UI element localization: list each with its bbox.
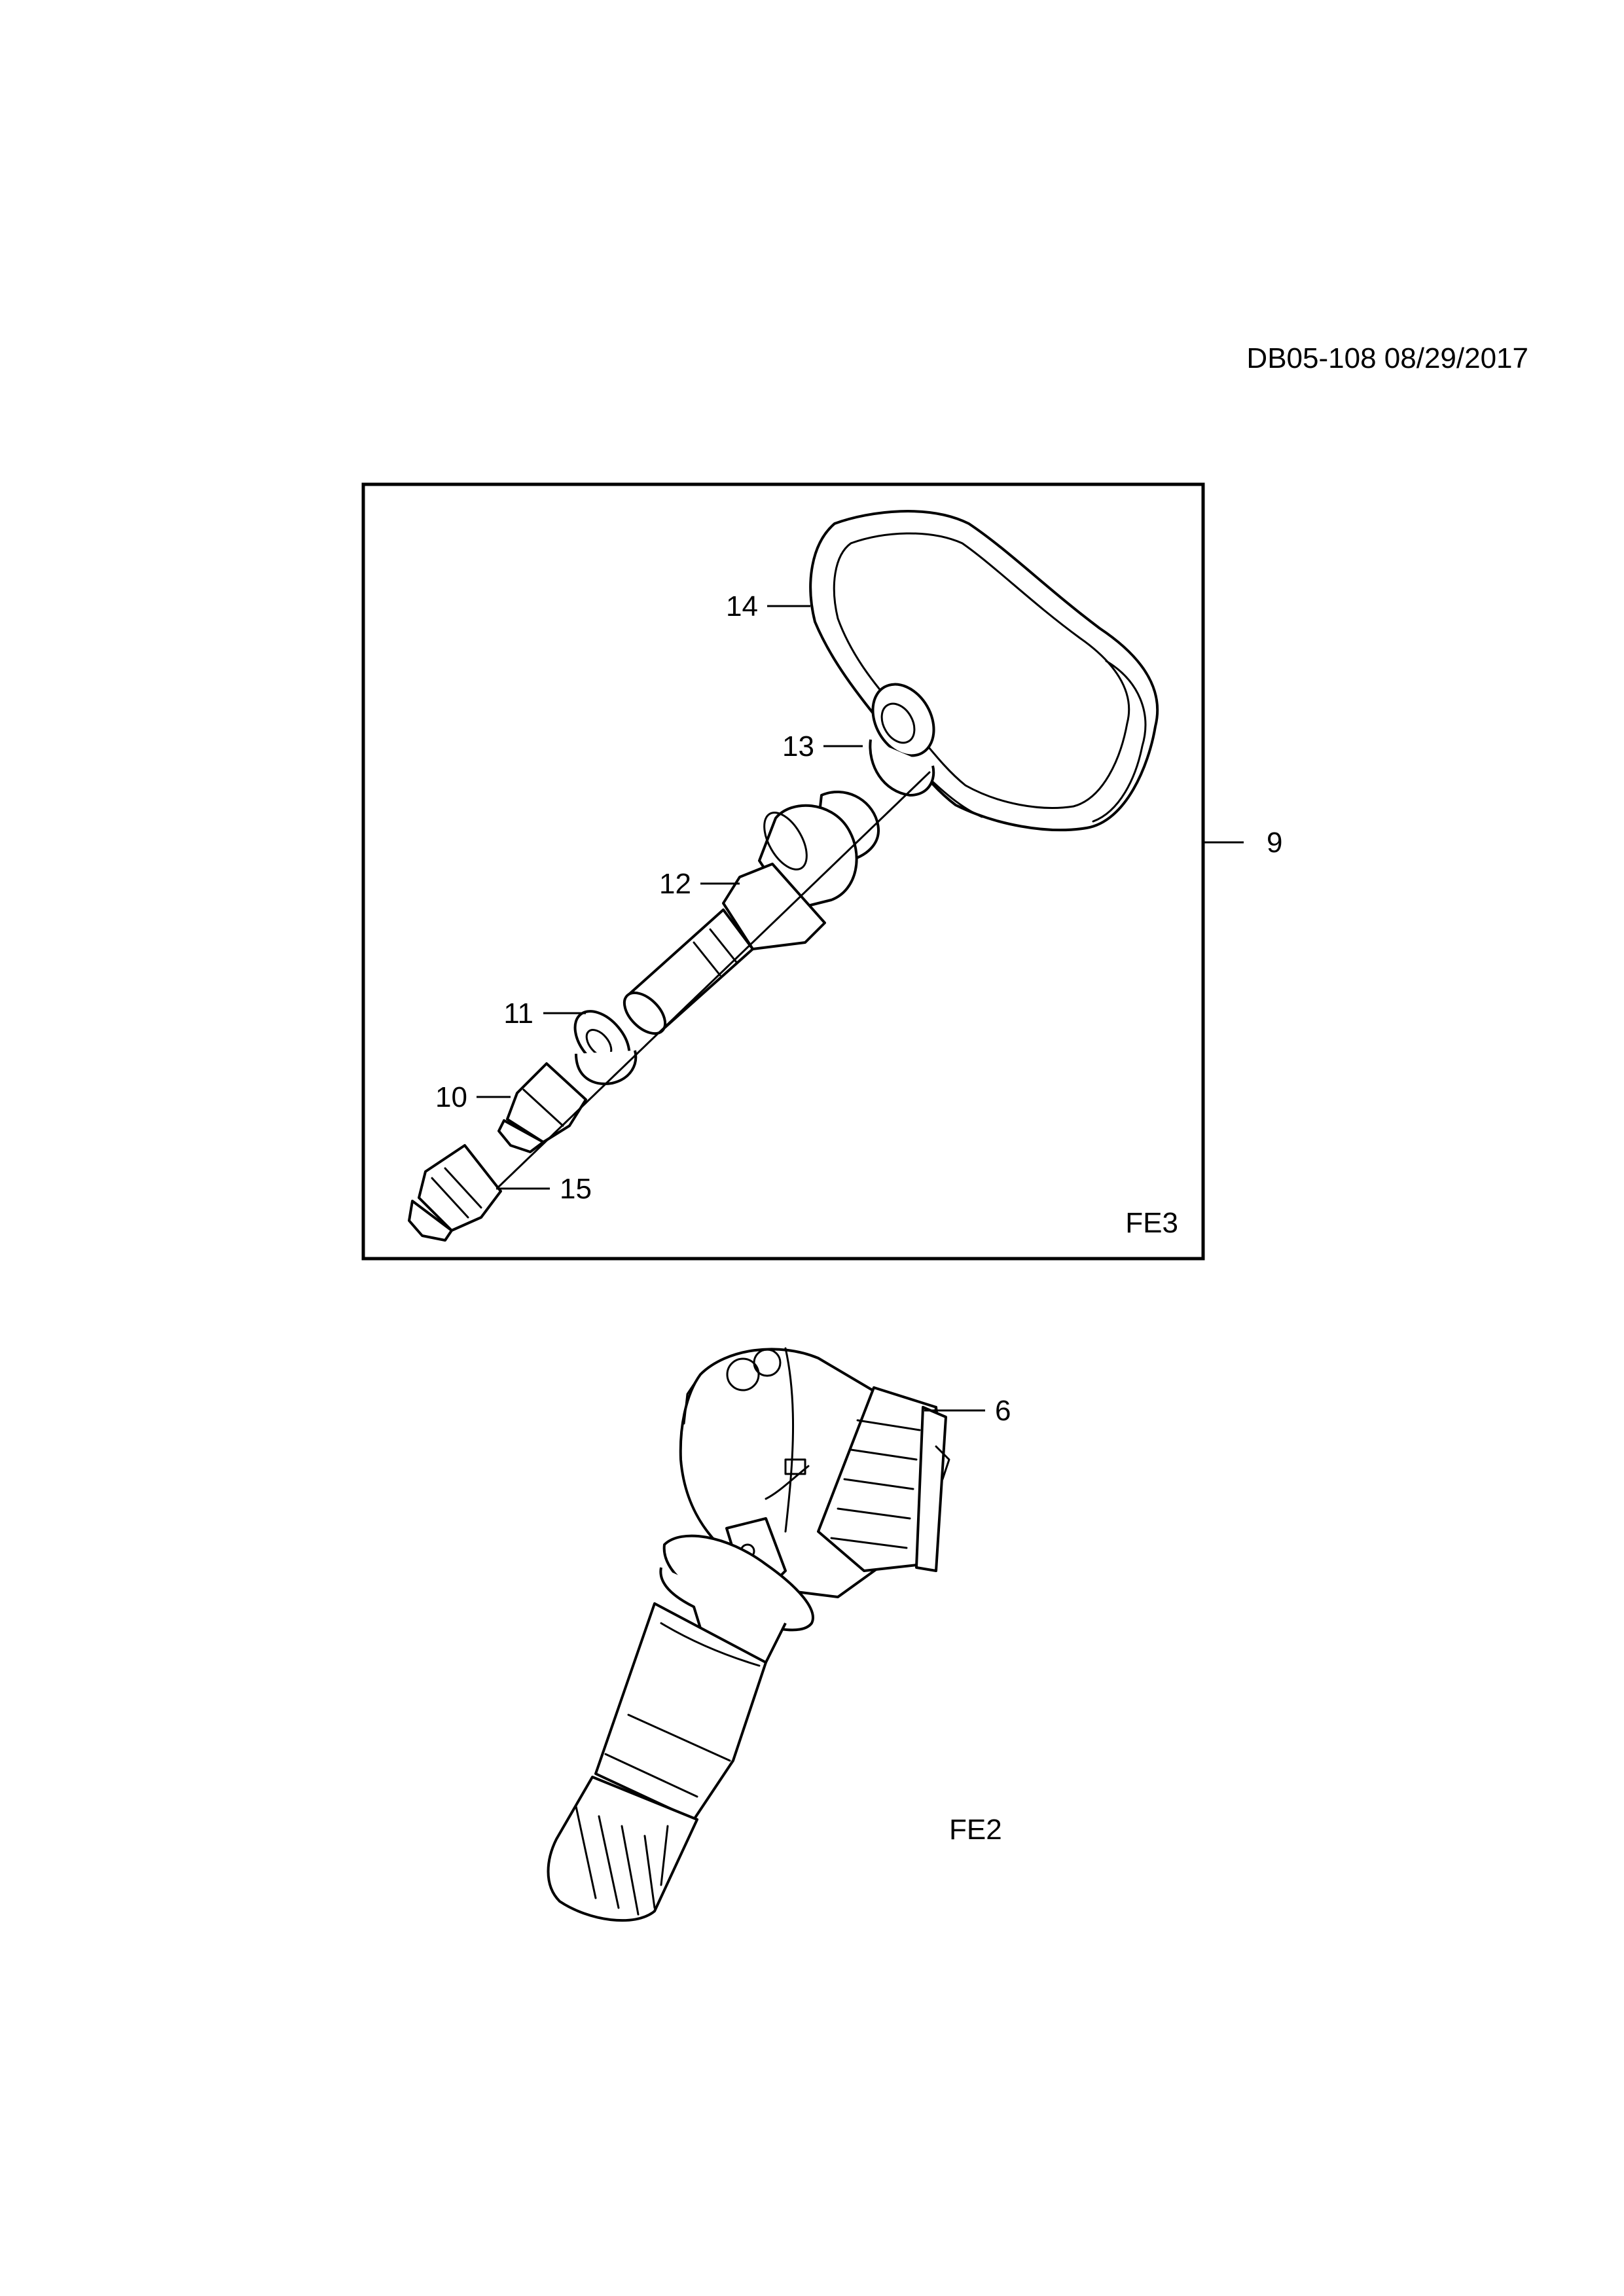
part-13-grommet: 13	[782, 683, 935, 797]
part-11-washer: 11	[503, 997, 638, 1085]
callout-14: 14	[726, 590, 758, 622]
kit-fe3-group: 9 14 13 12	[361, 482, 1282, 1261]
callout-6: 6	[995, 1395, 1011, 1427]
kit-fe3-frame	[361, 482, 1205, 1261]
callout-11: 11	[503, 997, 533, 1030]
part-12-valve-stem: 12	[623, 791, 880, 1035]
callout-10: 10	[435, 1081, 467, 1113]
part-10-nut: 10	[435, 1062, 587, 1153]
callout-13: 13	[782, 730, 814, 762]
document-reference: DB05-108 08/29/2017	[1246, 342, 1528, 374]
part-6-tpms-sensor: 6	[547, 1347, 1011, 1922]
group-code-fe2: FE2	[949, 1814, 1002, 1846]
part-14-sensor-shell: 14	[726, 510, 1159, 832]
callout-15: 15	[560, 1173, 592, 1205]
callout-12: 12	[659, 868, 691, 900]
assembly-fe2-group: 6 FE2	[547, 1347, 1011, 1922]
group-code-fe3: FE3	[1125, 1207, 1178, 1239]
assembly-axis	[496, 771, 931, 1189]
part-15-cap: 15	[408, 1144, 592, 1242]
kit-callout-9: 9	[1267, 827, 1282, 859]
